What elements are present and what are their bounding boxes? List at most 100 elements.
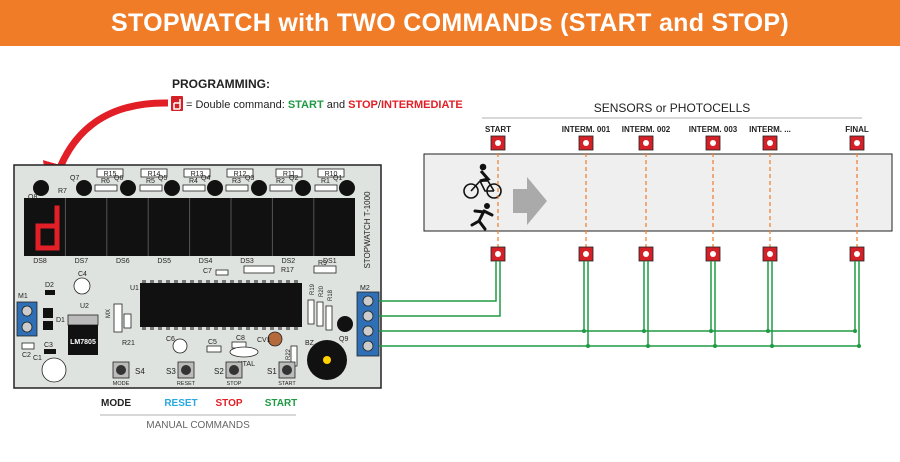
label-r17: R17 xyxy=(281,267,294,274)
label-display: DS3 xyxy=(240,258,254,265)
wiring xyxy=(379,261,861,348)
label-bz: BZ xyxy=(305,340,315,347)
label-transistor: Q2 xyxy=(289,175,298,182)
page-title: STOPWATCH with TWO COMMANDs (START and S… xyxy=(111,8,789,37)
manual-commands-caption: MANUAL COMMANDS xyxy=(146,420,250,431)
resistor-top xyxy=(226,168,254,178)
legend-eq: = Double command: xyxy=(186,99,288,111)
label-r9: R9 xyxy=(318,260,327,267)
label-m2: M2 xyxy=(360,285,370,292)
label-r7: R7 xyxy=(58,188,67,195)
sensor-label: FINAL xyxy=(845,125,869,134)
label-cv1: CV1 xyxy=(257,337,271,344)
button-caption-s3: RESET xyxy=(177,381,196,387)
label-resistor-top: R13 xyxy=(191,171,204,178)
label-c2: C2 xyxy=(22,352,31,359)
label-display: DS6 xyxy=(116,258,130,265)
transistor xyxy=(339,180,355,196)
transistor xyxy=(76,180,92,196)
label-resistor-top: R15 xyxy=(104,171,117,178)
label-transistor: Q7 xyxy=(70,175,79,182)
command-label: STOP xyxy=(215,398,242,409)
transistor-row: Q7 Q6 Q5 Q4 Q3 Q2 Q1 xyxy=(33,175,355,196)
label-resistor-mid: R1 xyxy=(321,178,330,185)
seven-segment-d-display xyxy=(35,205,60,251)
label-transistor: Q6 xyxy=(114,175,123,182)
label-resistor-mid: R6 xyxy=(101,178,110,185)
sensor-label: INTERM. 001 xyxy=(562,125,611,134)
command-label: MODE xyxy=(101,398,131,409)
label-display: DS4 xyxy=(199,258,213,265)
label-s4: S4 xyxy=(135,367,145,376)
label-c5: C5 xyxy=(208,339,217,346)
legend-slash: / xyxy=(378,99,382,111)
legend-and: and xyxy=(324,99,348,111)
label-transistor: Q1 xyxy=(333,175,342,182)
transistor xyxy=(164,180,180,196)
display-segments xyxy=(64,198,315,256)
title-bar: STOPWATCH with TWO COMMANDs (START and S… xyxy=(0,0,900,46)
legend-start: START xyxy=(288,99,324,111)
label-resistor-top: R11 xyxy=(283,171,295,178)
resistor-mid xyxy=(225,184,249,192)
label-resistor-mid: R2 xyxy=(276,178,285,185)
resistor-top xyxy=(183,168,211,178)
label-c4: C4 xyxy=(78,271,87,278)
sensor-label: START xyxy=(485,125,511,134)
sensor-label: INTERM. 003 xyxy=(689,125,738,134)
label-m1: M1 xyxy=(18,293,28,300)
capacitor-c4 xyxy=(73,277,91,295)
transistor xyxy=(295,180,311,196)
programming-heading: PROGRAMMING: xyxy=(172,77,270,91)
label-transistor: Q4 xyxy=(201,175,210,182)
button-caption-s1: START xyxy=(278,381,296,387)
label-d2: D2 xyxy=(45,282,54,289)
label-display: DS7 xyxy=(75,258,89,265)
label-xtal: XTAL xyxy=(238,361,255,368)
programming-legend: = Double command: START and STOP/INTERME… xyxy=(171,96,463,111)
resistor-mid xyxy=(314,184,338,192)
command-label: RESET xyxy=(164,398,197,409)
transistor xyxy=(207,180,223,196)
label-q9: Q9 xyxy=(339,336,348,343)
crystal-xtal xyxy=(229,346,259,358)
runner-icon xyxy=(470,203,494,231)
transistor xyxy=(33,180,49,196)
button-caption-s2: STOP xyxy=(227,381,242,387)
legend-intermediate: INTERMEDIATE xyxy=(381,99,463,111)
label-resistor-top: R12 xyxy=(234,171,247,178)
resistor-mid xyxy=(182,184,206,192)
label-mx: MX xyxy=(106,309,112,318)
label-display: DS2 xyxy=(282,258,296,265)
transistor xyxy=(120,180,136,196)
label-c1: C1 xyxy=(33,355,42,362)
transistor-q9 xyxy=(337,316,353,332)
direction-arrow-icon xyxy=(513,177,547,225)
label-display: DS1 xyxy=(323,258,337,265)
label-q8: Q8 xyxy=(28,194,37,201)
label-transistor: Q5 xyxy=(158,175,167,182)
label-resistor-mid: R3 xyxy=(232,178,241,185)
label-c3: C3 xyxy=(44,342,53,349)
label-resistor-top: R10 xyxy=(325,171,338,178)
label-s3: S3 xyxy=(166,367,176,376)
legend-stop: STOP xyxy=(348,99,378,111)
label-s2: S2 xyxy=(214,367,224,376)
label-lm7805: LM7805 xyxy=(70,339,96,346)
cyclist-icon xyxy=(463,163,502,199)
trimmer-cv1 xyxy=(267,331,283,347)
label-r18: R18 xyxy=(328,289,334,301)
label-resistor-mid: R4 xyxy=(189,178,198,185)
label-transistor: Q3 xyxy=(245,175,254,182)
label-resistor-top: R14 xyxy=(148,171,161,178)
resistor-mid xyxy=(269,184,293,192)
regulator-lm7805 xyxy=(68,325,98,355)
label-r21: R21 xyxy=(122,340,135,347)
sensor-label: INTERM. ... xyxy=(749,125,791,134)
label-d1: D1 xyxy=(56,317,65,324)
